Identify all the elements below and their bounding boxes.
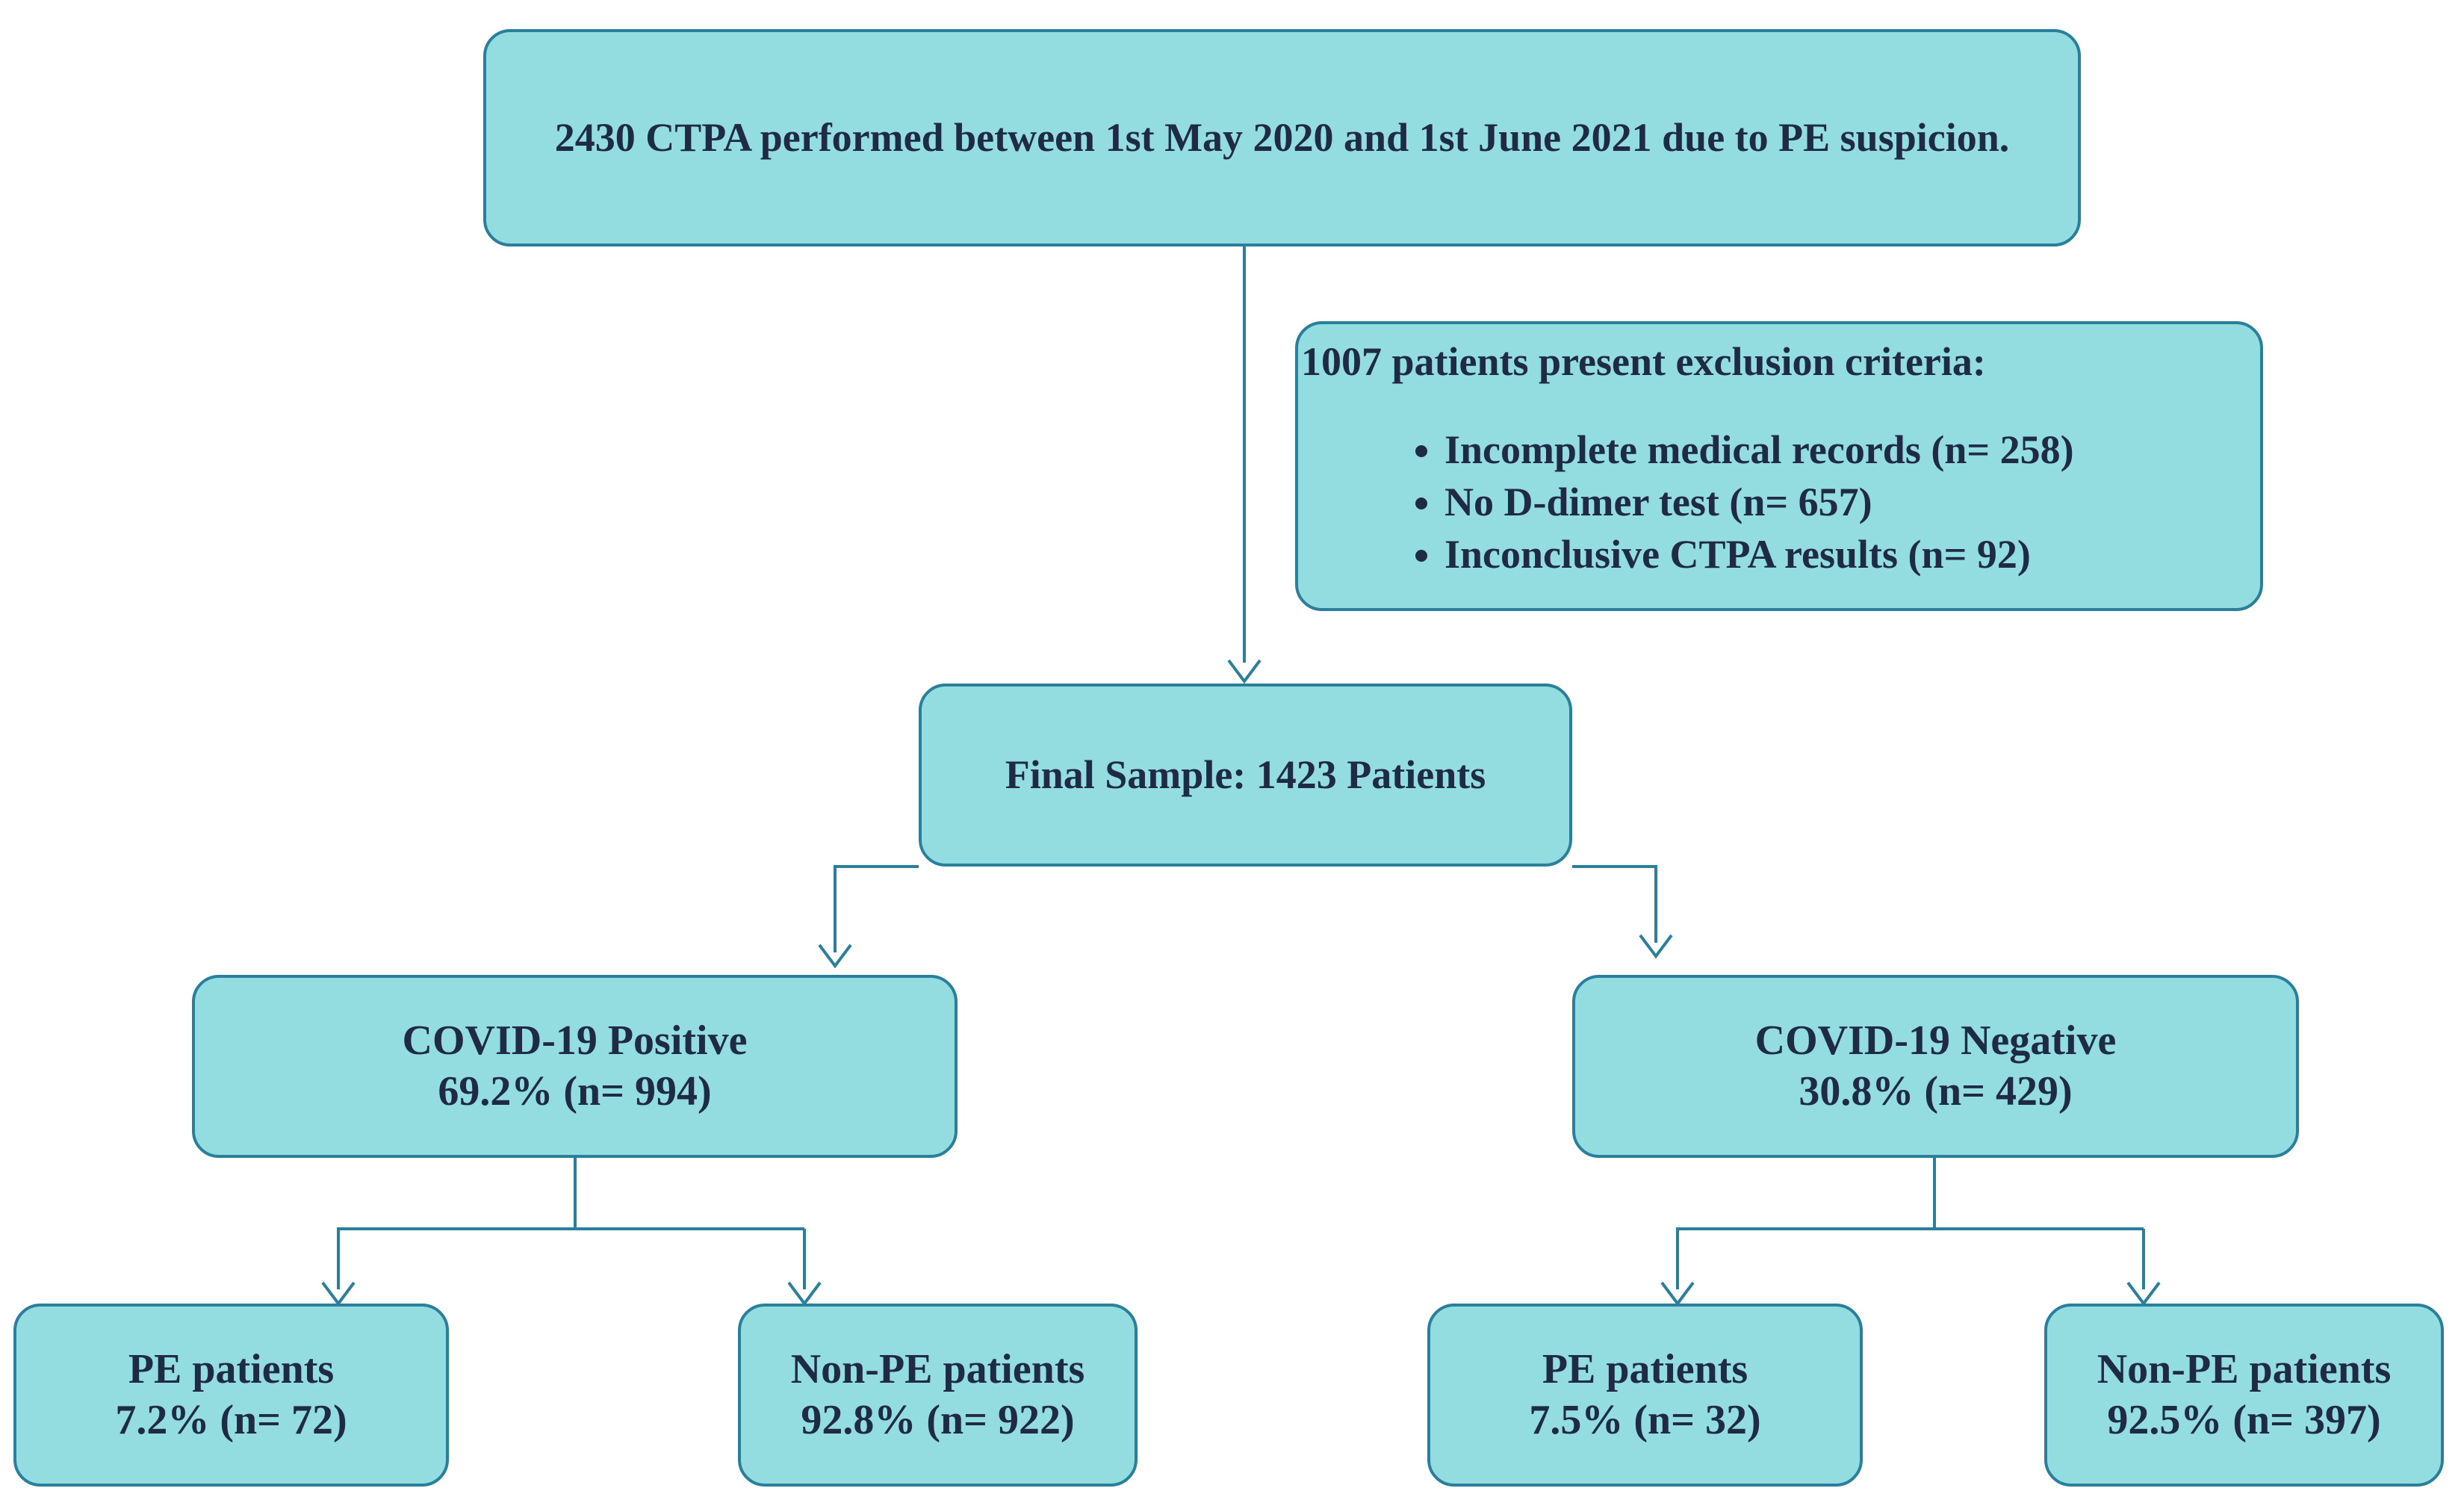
pos-pe-stat: 7.2% (n= 72)	[115, 1396, 347, 1443]
pos-pe-title: PE patients	[128, 1346, 335, 1393]
connector-negative-split	[1676, 1158, 1936, 1289]
connector-final-to-positive	[834, 865, 919, 952]
final-sample-box: Final Sample: 1423 Patients	[919, 684, 1572, 867]
connector-final-to-negative	[1572, 865, 1657, 943]
arrowhead-covid-positive	[818, 943, 852, 969]
covid-negative-box: COVID-19 Negative 30.8% (n= 429)	[1572, 975, 2299, 1158]
covid-negative-pe-box: PE patients 7.5% (n= 32)	[1427, 1304, 1863, 1487]
connector-positive-split	[337, 1158, 577, 1289]
exclusion-item: Inconclusive CTPA results (n= 92)	[1444, 528, 2074, 580]
exclusion-heading: 1007 patients present exclusion criteria…	[1301, 339, 1986, 384]
arrowhead-final-sample	[1227, 659, 1262, 684]
covid-negative-stat: 30.8% (n= 429)	[1799, 1067, 2073, 1115]
covid-positive-title: COVID-19 Positive	[402, 1017, 748, 1064]
exclusion-criteria-box: 1007 patients present exclusion criteria…	[1295, 321, 2263, 611]
exclusion-item: No D-dimer test (n= 657)	[1444, 476, 2074, 528]
pos-non-pe-stat: 92.8% (n= 922)	[801, 1396, 1075, 1443]
covid-positive-box: COVID-19 Positive 69.2% (n= 994)	[192, 975, 958, 1158]
neg-pe-title: PE patients	[1542, 1346, 1748, 1393]
covid-positive-non-pe-box: Non-PE patients 92.8% (n= 922)	[738, 1304, 1138, 1487]
screening-box: 2430 CTPA performed between 1st May 2020…	[483, 29, 2081, 247]
neg-pe-stat: 7.5% (n= 32)	[1529, 1396, 1761, 1443]
exclusion-list: Incomplete medical records (n= 258) No D…	[1301, 424, 2074, 580]
covid-positive-stat: 69.2% (n= 994)	[438, 1067, 712, 1115]
screening-text: 2430 CTPA performed between 1st May 2020…	[554, 115, 2010, 161]
final-sample-text: Final Sample: 1423 Patients	[1005, 752, 1486, 798]
exclusion-item: Incomplete medical records (n= 258)	[1444, 424, 2074, 476]
pos-non-pe-title: Non-PE patients	[790, 1346, 1085, 1393]
covid-positive-pe-box: PE patients 7.2% (n= 72)	[13, 1304, 449, 1487]
covid-negative-non-pe-box: Non-PE patients 92.5% (n= 397)	[2044, 1304, 2444, 1487]
neg-non-pe-title: Non-PE patients	[2097, 1346, 2392, 1393]
arrowhead-covid-negative	[1639, 934, 1673, 959]
covid-negative-title: COVID-19 Negative	[1754, 1017, 2117, 1064]
neg-non-pe-stat: 92.5% (n= 397)	[2107, 1396, 2381, 1443]
